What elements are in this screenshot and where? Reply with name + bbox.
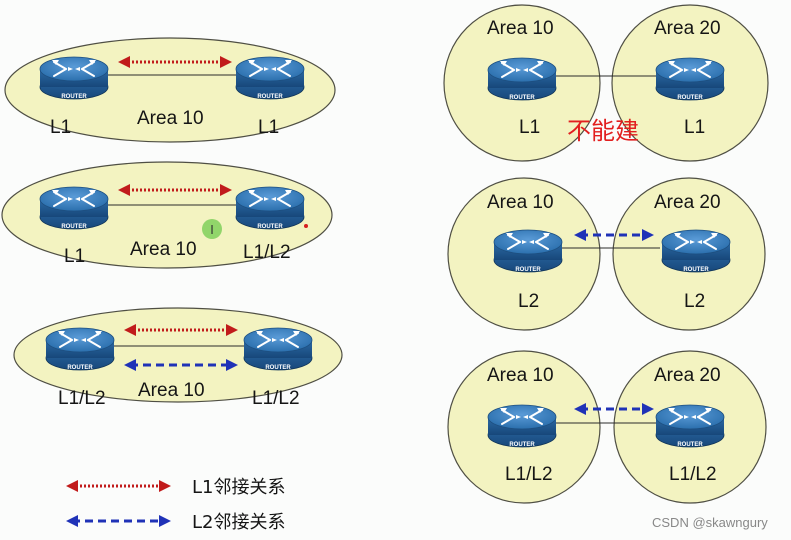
text-cursor-icon: I [210, 223, 214, 237]
pointer-dot [304, 224, 308, 228]
legend-l1-label: L1邻接关系 [192, 477, 285, 498]
router-icon: ROUTER [487, 404, 557, 448]
router-level-label: L2 [684, 291, 705, 312]
router-word: ROUTER [257, 94, 283, 100]
router-level-label: L1 [684, 117, 705, 138]
area-label: Area 10 [487, 365, 554, 386]
router-word: ROUTER [515, 267, 541, 273]
router-word: ROUTER [683, 267, 709, 273]
router-icon: ROUTER [39, 56, 109, 100]
area-label: Area 10 [487, 192, 554, 213]
area-label: Area 20 [654, 18, 721, 39]
router-icon: ROUTER [39, 186, 109, 230]
area-label: Area 10 [130, 239, 197, 260]
router-icon: ROUTER [661, 229, 731, 273]
router-level-label: L1/L2 [58, 388, 106, 409]
right-scenario-2: ROUTER ROUTER Area 10 Area 20 L2 L2 [447, 177, 766, 331]
router-word: ROUTER [257, 224, 283, 230]
area-label: Area 20 [654, 365, 721, 386]
router-level-label: L1/L2 [243, 242, 291, 263]
router-icon: ROUTER [487, 57, 557, 101]
router-word: ROUTER [677, 442, 703, 448]
router-word: ROUTER [509, 95, 535, 101]
left-scenario-3: ROUTER ROUTER L1/L2 L1/L2 Area 10 [13, 307, 343, 409]
router-word: ROUTER [509, 442, 535, 448]
router-icon: ROUTER [45, 327, 115, 371]
cursor-highlight [202, 219, 222, 239]
router-level-label: L1/L2 [252, 388, 300, 409]
router-icon: ROUTER [655, 404, 725, 448]
router-icon: ROUTER [243, 327, 313, 371]
router-word: ROUTER [61, 224, 87, 230]
router-level-label: L1/L2 [505, 464, 553, 485]
router-level-label: L1/L2 [669, 464, 717, 485]
router-level-label: L2 [518, 291, 539, 312]
left-scenario-1: ROUTER ROUTER L1 L1 Area 10 [4, 37, 336, 143]
router-level-label: L1 [50, 117, 71, 138]
router-icon: ROUTER [235, 56, 305, 100]
router-icon: ROUTER [493, 229, 563, 273]
router-level-label: L1 [258, 117, 279, 138]
right-scenario-3: ROUTER ROUTER Area 10 Area 20 L1/L2 L1/L… [447, 350, 767, 504]
router-level-label: L1 [519, 117, 540, 138]
area-label: Area 10 [138, 380, 205, 401]
area-label: Area 10 [487, 18, 554, 39]
legend-l2-label: L2邻接关系 [192, 512, 285, 533]
router-icon: ROUTER [655, 57, 725, 101]
router-icon: ROUTER [235, 186, 305, 230]
handwritten-note: 不能建 [567, 117, 639, 145]
router-word: ROUTER [61, 94, 87, 100]
area-label: Area 20 [654, 192, 721, 213]
right-scenario-1: ROUTER ROUTER Area 10 Area 20 L1 L1 不能建 [443, 4, 769, 162]
left-scenario-2: ROUTER ROUTER I L1 L1/L2 Area 10 [1, 161, 333, 269]
router-level-label: L1 [64, 246, 85, 267]
watermark: CSDN @skawngury [652, 515, 768, 530]
router-word: ROUTER [67, 365, 93, 371]
router-word: ROUTER [265, 365, 291, 371]
area-label: Area 10 [137, 108, 204, 129]
router-word: ROUTER [677, 95, 703, 101]
legend: L1邻接关系 L2邻接关系 [66, 477, 285, 533]
